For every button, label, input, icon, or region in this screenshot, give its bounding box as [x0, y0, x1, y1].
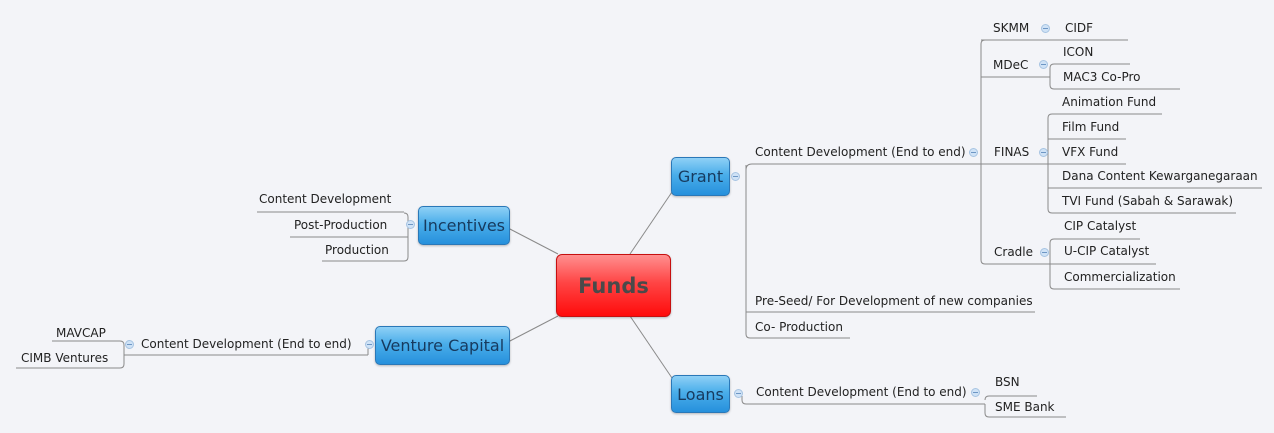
subtopic-co-production[interactable]: Co- Production	[755, 320, 843, 334]
subtopic-sme-bank[interactable]: SME Bank	[995, 400, 1055, 414]
collapse-icon[interactable]	[734, 389, 743, 398]
subtopic-mac3-co-pro[interactable]: MAC3 Co-Pro	[1063, 70, 1141, 84]
subtopic-incentives-content-development[interactable]: Content Development	[259, 192, 392, 206]
topic-venture-capital[interactable]: Venture Capital	[375, 326, 510, 365]
topic-grant-label: Grant	[677, 167, 724, 186]
topic-incentives-label: Incentives	[422, 216, 505, 235]
subtopic-cidf[interactable]: CIDF	[1065, 21, 1094, 35]
central-topic-funds[interactable]: Funds	[556, 254, 671, 317]
subtopic-animation-fund[interactable]: Animation Fund	[1062, 95, 1157, 109]
subtopic-cimb-ventures[interactable]: CIMB Ventures	[21, 351, 109, 365]
subtopic-tvi-fund[interactable]: TVI Fund (Sabah & Sarawak)	[1062, 194, 1234, 208]
subtopic-vfx-fund[interactable]: VFX Fund	[1062, 145, 1119, 159]
collapse-icon[interactable]	[1039, 148, 1048, 157]
subtopic-grant-content-development[interactable]: Content Development (End to end)	[755, 145, 966, 159]
topic-incentives[interactable]: Incentives	[418, 206, 510, 245]
topic-loans-label: Loans	[677, 384, 724, 404]
subtopic-post-production[interactable]: Post-Production	[294, 218, 388, 232]
collapse-icon[interactable]	[1040, 248, 1049, 257]
subtopic-skmm[interactable]: SKMM	[993, 21, 1030, 35]
subtopic-mavcap[interactable]: MAVCAP	[56, 326, 106, 340]
topic-venture-capital-label: Venture Capital	[380, 336, 505, 355]
collapse-icon[interactable]	[365, 340, 374, 349]
subtopic-cradle[interactable]: Cradle	[994, 245, 1033, 259]
collapse-icon[interactable]	[969, 148, 978, 157]
collapse-icon[interactable]	[406, 220, 415, 229]
subtopic-u-cip-catalyst[interactable]: U-CIP Catalyst	[1064, 244, 1150, 258]
subtopic-dana-content-kewarganegaraan[interactable]: Dana Content Kewarganegaraan	[1062, 169, 1258, 183]
collapse-icon[interactable]	[1039, 60, 1048, 69]
subtopic-production[interactable]: Production	[325, 243, 389, 257]
subtopic-mdec[interactable]: MDeC	[993, 58, 1029, 72]
central-topic-label: Funds	[578, 273, 649, 298]
connector-grant-children	[745, 165, 850, 339]
topic-loans[interactable]: Loans	[671, 375, 730, 413]
subtopic-commercialization[interactable]: Commercialization	[1064, 270, 1176, 284]
connector-funds-grant	[629, 191, 673, 255]
collapse-icon[interactable]	[731, 172, 740, 181]
subtopic-bsn[interactable]: BSN	[995, 375, 1020, 389]
connector-funds-venture	[507, 315, 559, 343]
topic-grant[interactable]: Grant	[671, 157, 730, 196]
connector-funds-loans	[629, 315, 673, 379]
collapse-icon[interactable]	[125, 340, 134, 349]
subtopic-vc-content-development[interactable]: Content Development (End to end)	[141, 337, 352, 351]
subtopic-loans-content-development[interactable]: Content Development (End to end)	[756, 385, 967, 399]
collapse-icon[interactable]	[1041, 24, 1050, 33]
subtopic-film-fund[interactable]: Film Fund	[1062, 120, 1120, 134]
subtopic-finas[interactable]: FINAS	[994, 145, 1030, 159]
subtopic-pre-seed[interactable]: Pre-Seed/ For Development of new compani…	[755, 294, 1033, 308]
subtopic-icon[interactable]: ICON	[1063, 45, 1094, 59]
collapse-icon[interactable]	[971, 388, 980, 397]
connector-funds-incentives	[507, 227, 559, 255]
subtopic-cip-catalyst[interactable]: CIP Catalyst	[1064, 219, 1137, 233]
